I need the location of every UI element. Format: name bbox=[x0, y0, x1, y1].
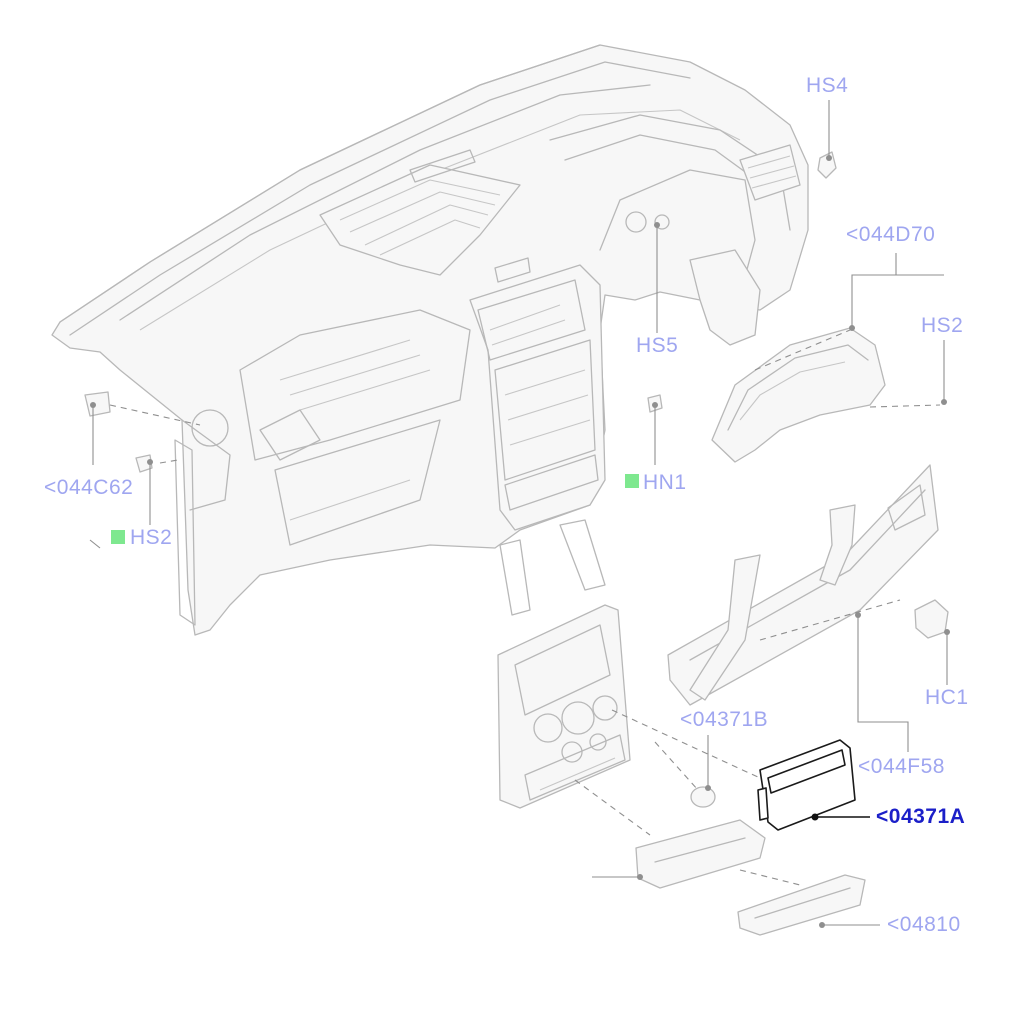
callout-04371a[interactable]: <04371A bbox=[876, 805, 966, 828]
callout-hs5[interactable]: HS5 bbox=[636, 334, 679, 357]
callout-044f58[interactable]: <044F58 bbox=[858, 755, 945, 778]
callout-hn1[interactable]: HN1 bbox=[643, 471, 687, 494]
fastener-hs2-left bbox=[135, 454, 153, 473]
pocket-upper bbox=[635, 819, 766, 889]
callout-hc1[interactable]: HC1 bbox=[925, 686, 969, 709]
callout-04371b[interactable]: <04371B bbox=[680, 708, 769, 731]
fastener-044c62 bbox=[84, 391, 111, 417]
green-marker-hn1 bbox=[625, 474, 639, 488]
callout-hs2-right[interactable]: HS2 bbox=[921, 314, 964, 337]
callout-044c62[interactable]: <044C62 bbox=[44, 476, 134, 499]
clip-hc1 bbox=[914, 599, 949, 639]
cluster-surround bbox=[711, 327, 886, 463]
glovebox-lid bbox=[667, 464, 939, 706]
leader-lines bbox=[89, 100, 948, 926]
centre-bezel bbox=[497, 604, 631, 809]
selected-part-04371a[interactable] bbox=[757, 739, 856, 831]
callout-hs2-left[interactable]: HS2 bbox=[130, 526, 173, 549]
callout-044d70[interactable]: <044D70 bbox=[846, 223, 936, 246]
pocket-lower-04810 bbox=[737, 874, 866, 936]
knob-04371b bbox=[690, 786, 716, 808]
instrument-panel bbox=[51, 44, 809, 636]
green-marker-hs2-left bbox=[111, 530, 125, 544]
leader-dots bbox=[90, 155, 950, 928]
callout-04810[interactable]: <04810 bbox=[887, 913, 961, 936]
callout-hs4[interactable]: HS4 bbox=[806, 74, 849, 97]
